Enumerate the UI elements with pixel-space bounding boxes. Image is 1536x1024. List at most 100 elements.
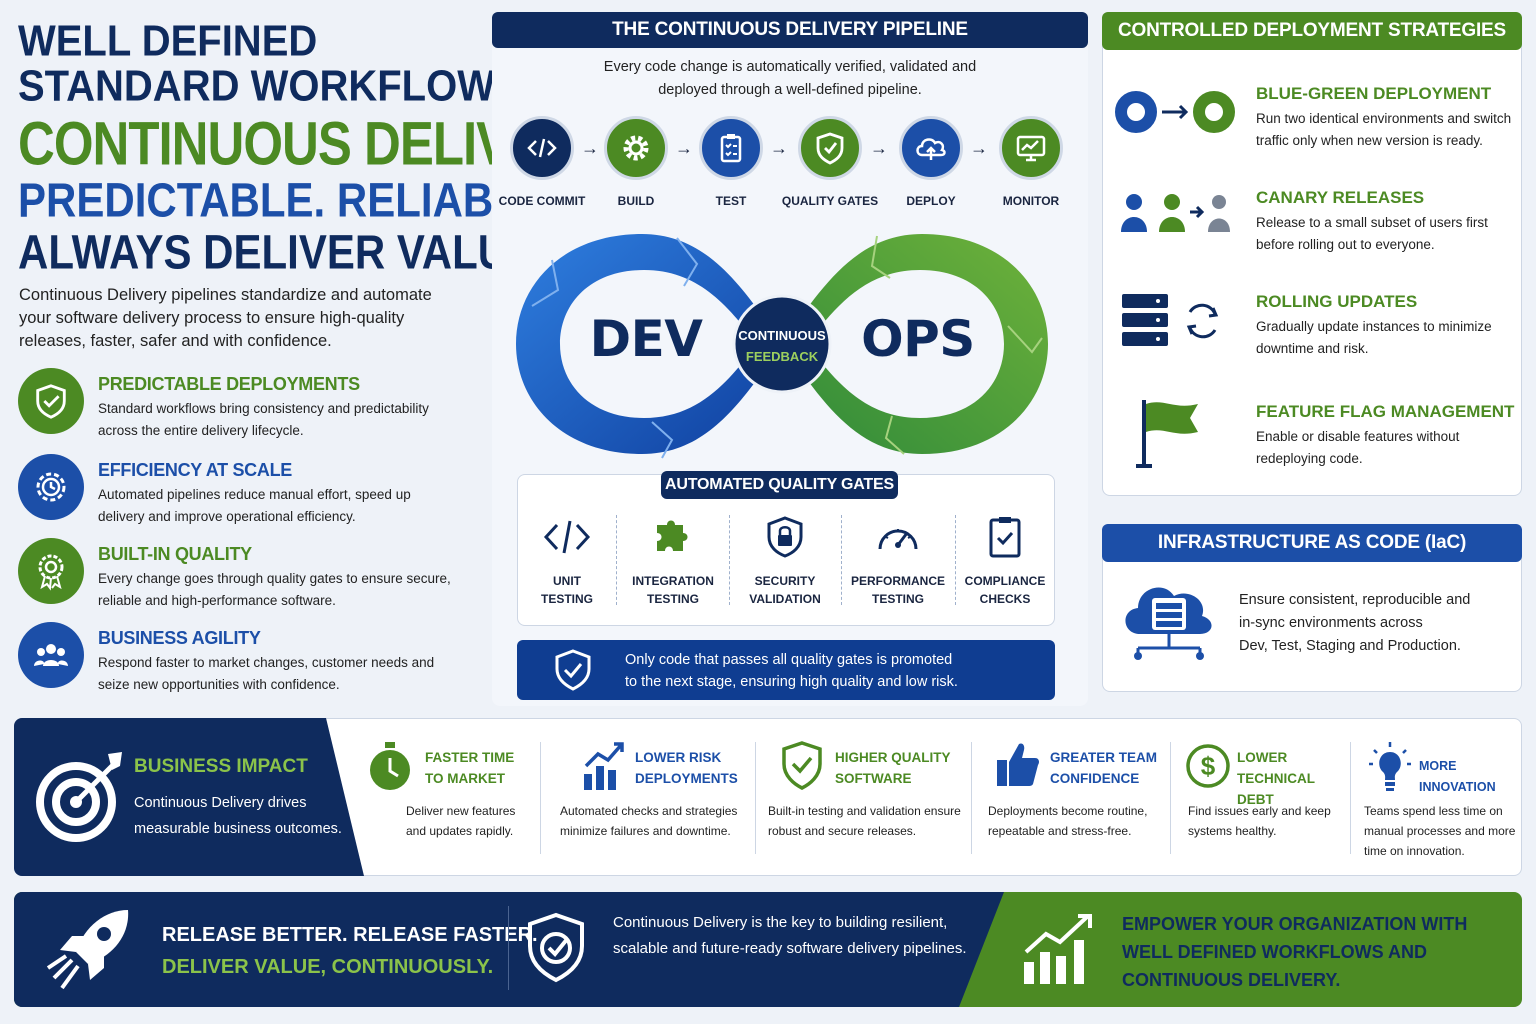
stage-label: MONITOR [1002,194,1060,208]
impact-title: FASTER TIME TO MARKET [425,747,514,789]
devops-infinity-loop [516,234,1048,459]
impact-title: MORE INNOVATION [1419,756,1518,798]
impact-divider [1170,742,1171,854]
arrow-right-icon: → [870,138,888,158]
iac-desc-line: in-sync environments across [1239,615,1423,631]
impact-desc: Find issues early and keep systems healt… [1188,804,1331,838]
gauge-icon [878,529,918,550]
strategy-desc: Enable or disable features without redep… [1256,429,1460,466]
strategy-title: FEATURE FLAG MANAGEMENT [1256,402,1515,421]
strategy-desc: Run two identical environments and switc… [1256,111,1512,148]
benefit-desc: Respond faster to market changes, custom… [98,655,435,692]
pipeline-title: THE CONTINUOUS DELIVERY PIPELINE [492,12,1088,48]
gate-divider [729,515,730,605]
pipeline-subtitle-line: Every code change is automatically verif… [603,59,977,75]
footer-slogan-1: RELEASE BETTER. RELEASE FASTER. [162,924,538,946]
shield-check-icon [555,649,591,691]
dollar-icon: $ [1186,744,1230,788]
quality-gates-title: AUTOMATED QUALITY GATES [661,471,898,499]
promotion-text: Only code that passes all quality gates … [625,649,958,693]
lightbulb-icon [1369,742,1411,791]
stage-code-commit: CODE COMMIT [492,116,592,208]
trend-chart-icon [584,742,624,790]
gate-divider [841,515,842,605]
shield-icon [798,116,862,180]
lock-shield-icon [767,516,803,558]
code-icon [543,520,591,554]
promotion-text-line: to the next stage, ensuring high quality… [625,674,958,690]
gate-label-line: TESTING [540,592,593,606]
checklist-icon [989,517,1021,558]
business-impact-title: BUSINESS IMPACT [134,756,308,777]
stage-deploy: DEPLOY [881,116,981,208]
iac-title: INFRASTRUCTURE AS CODE (IaC) [1102,524,1522,562]
dev-label: DEV [589,310,703,368]
stage-label: CODE COMMIT [498,194,586,208]
gate-label-line: INTEGRATION [632,574,714,588]
arrow-right-icon: → [770,138,788,158]
impact-title-line: HIGHER QUALITY [835,750,951,765]
code-icon [510,116,574,180]
hero-headline-2: Standard Workflows. [18,62,533,111]
growth-chart-icon [1024,914,1092,984]
impact-title-line: SOFTWARE [835,771,912,786]
promotion-banner: Only code that passes all quality gates … [517,640,1055,700]
benefit-title: BUILT-IN QUALITY [98,544,252,564]
gate-label: INTEGRATION TESTING [618,572,728,608]
stage-label: TEST [715,194,747,208]
benefit-desc: Automated pipelines reduce manual effort… [98,487,411,524]
gate-label: PERFORMANCE TESTING [843,572,953,608]
stage-test: TEST [681,116,781,208]
gate-label-line: PERFORMANCE [850,574,945,588]
shield-check-icon [782,741,822,790]
gate-label-line: COMPLIANCE [964,574,1046,588]
footer-cta: EMPOWER YOUR ORGANIZATION WITH WELL DEFI… [1122,910,1467,994]
arrow-right-icon: → [970,138,988,158]
rocket-icon [46,910,129,990]
strategy-title: ROLLING UPDATES [1256,292,1418,311]
gate-label-line: TESTING [646,592,699,606]
hero-headline-5: Always Deliver Value. [18,225,548,280]
clipboard-icon [699,116,763,180]
feedback-line: CONTINUOUS [738,328,826,343]
shield-check-icon [18,368,84,434]
thumbs-up-icon [997,743,1039,786]
hero-intro: Continuous Delivery pipelines standardiz… [19,286,432,350]
impact-desc: Automated checks and strategies minimize… [560,804,738,838]
impact-divider [971,742,972,854]
business-impact-desc: Continuous Delivery drives measurable bu… [134,790,342,842]
benefit-title: BUSINESS AGILITY [98,628,261,648]
cloud-server-icon [1125,587,1212,660]
stage-monitor: MONITOR [981,116,1081,208]
footer-cta-line: EMPOWER YOUR ORGANIZATION WITH [1122,914,1468,934]
hero-headline-1: Well Defined [18,17,318,66]
stage-quality-gates: QUALITY GATES [780,116,880,208]
impact-desc: Teams spend less time on manual processe… [1364,804,1516,858]
users-icon [1121,194,1230,232]
blue-green-icon [1115,91,1235,133]
impact-title-line: GREATER TEAM [1050,750,1157,765]
impact-divider [540,742,541,854]
hero-headline-4: Predictable. Reliable. [18,173,559,228]
impact-more-innovation: MORE INNOVATION Teams spend less time on… [1362,740,1518,865]
impact-divider [1350,742,1351,854]
benefit-desc: Standard workflows bring consistency and… [98,401,429,438]
impact-title-line: CONFIDENCE [1050,771,1140,786]
impact-title-line: TO MARKET [425,771,505,786]
strategies-title: CONTROLLED DEPLOYMENT STRATEGIES [1102,12,1522,50]
gate-label-line: TESTING [871,592,924,606]
benefit-title: EFFICIENCY AT SCALE [98,460,292,480]
impact-title-line: MORE INNOVATION [1419,759,1496,794]
gate-label-line: VALIDATION [749,592,821,606]
pipeline-subtitle: Every code change is automatically verif… [492,56,1088,102]
impact-title-line: FASTER TIME [425,750,515,765]
